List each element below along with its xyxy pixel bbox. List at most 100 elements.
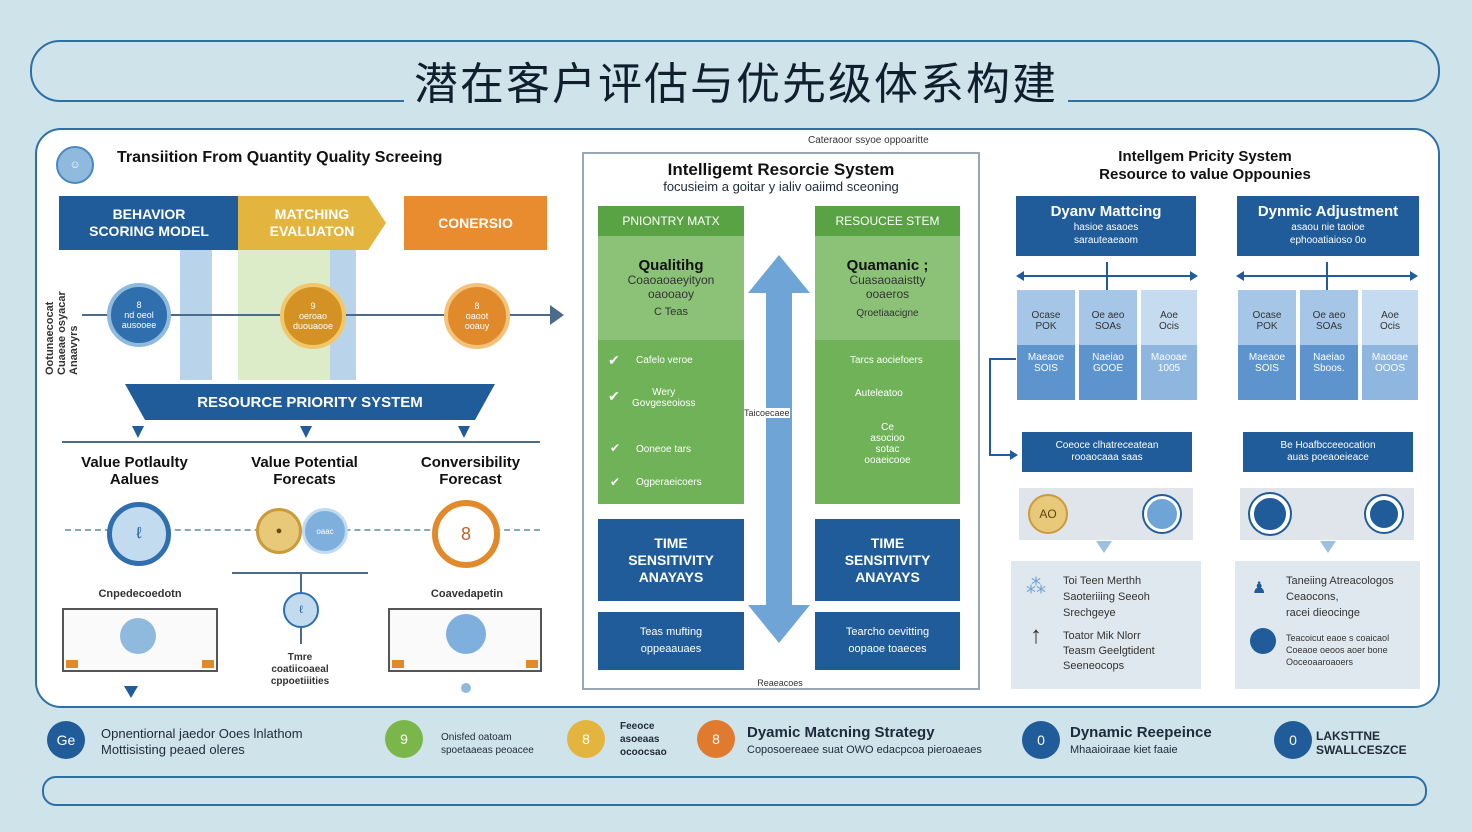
footer-icon-1: Ge [47, 721, 85, 759]
center-heading: Intelligemt Resorcie System [667, 160, 895, 179]
quality-checklist [598, 340, 744, 504]
footer-text-2: Onisfed oatoam spoetaaeas peoacee [441, 732, 534, 756]
footer-icon-3: 8 [567, 720, 605, 758]
left-heading: Transiition From Quantity Quality Screei… [117, 149, 443, 166]
card2-bar: Be Hoafbcceeocation auas poeaoeieace [1243, 432, 1413, 472]
footer-icon-6: 0 [1274, 721, 1312, 759]
check-icon: ✔ [610, 475, 621, 489]
resource-system-header: RESOUCEE STEM [815, 206, 960, 236]
down-arrow-icon [1320, 541, 1336, 553]
card1-bullets [1011, 561, 1201, 689]
card2-cell: Maooae OOOS [1371, 352, 1409, 374]
footer-icon-2: 9 [385, 720, 423, 758]
quality-item-4: Ogperaeicoers [636, 477, 702, 488]
forecast-circle-a: ● [256, 508, 302, 554]
blob-icon [1250, 628, 1276, 654]
card2-cell: Ocase POK [1252, 310, 1282, 332]
value-analysis-circle: ℓ [107, 502, 171, 566]
mid-circle: ℓ [283, 592, 319, 628]
card1-feedback-arrow [989, 358, 1018, 460]
stage3-circle: 8 oaoot ooauy [444, 283, 510, 349]
card1-connector [1016, 262, 1198, 290]
down-arrow-icon [1096, 541, 1112, 553]
card1-cell: Aoe Ocis [1159, 310, 1179, 332]
dynamic-matching-sub: hasioe asaoes sarauteaeaom [1073, 222, 1139, 246]
stage-conversion: CONERSIO [404, 196, 547, 250]
priority-banner-shape [125, 384, 495, 420]
footer-icon-5: 0 [1022, 721, 1060, 759]
card2-bullet-2: Teacoicut eaoe s coaicaol Coeaoe oeoos a… [1286, 633, 1390, 667]
chart-box-left-glyph [120, 618, 156, 654]
dynamic-adjustment-title: Dynmic Adjustment [1257, 203, 1399, 220]
quality-item-1: Cafelo veroe [636, 355, 693, 366]
card1-bullet-2: Toator Mik Nlorr Teasm Geelgtident Seene… [1063, 630, 1155, 672]
footer-title-5: Dynamic Reepeince [1070, 724, 1212, 741]
up-arrow-icon: ↑ [1030, 622, 1042, 649]
footer-text-4: Coposoereaee suat OWO edacpcoa pieroaeae… [747, 744, 982, 756]
bubbles-icon: ⁂ [1026, 576, 1046, 598]
team-matching-right: Tearcho oevitting oopaoe toaeces [815, 612, 960, 670]
down-arrow-icon [124, 686, 138, 698]
bottom-frame [42, 776, 1427, 806]
forecast-circle-b: oaac [302, 508, 348, 554]
check-icon: ✔ [608, 352, 620, 368]
dynamic-matching-header [1016, 196, 1196, 256]
left-side-label: Ootunaecocat Cuaeae osyacar Anaavyrs [44, 291, 80, 375]
stage-matching-evaluation: MATCHING EVALUATON [238, 196, 386, 250]
priority-matrix-header: PNIONTRY MATX [598, 206, 744, 236]
dynamic-adjustment-sub: asaou nie taoioe ephooatiaioso 0o [1289, 222, 1367, 246]
mid-caption: Tmre coatiicoaeal cppoetiiities [270, 652, 330, 687]
right-heading: Intellgem Pricity System Resource to val… [1099, 148, 1311, 183]
card2-result-dot-b [1366, 496, 1402, 532]
card1-result-dot [1144, 496, 1180, 532]
page-title: 潜在客户评估与优先级体系构建 [0, 48, 1472, 112]
quantity-item-2: Auteleatoo [855, 388, 903, 399]
check-icon: ✔ [608, 388, 620, 404]
chart-box-right [388, 608, 542, 672]
footer-text-5: Mhaaioiraae kiet faaie [1070, 744, 1178, 756]
quality-title: Qualitihg [638, 257, 704, 274]
card1-cell: Oe aeo SOAs [1091, 310, 1125, 332]
time-sensitivity-left: TIME SENSITIVITY ANAYAYS [598, 519, 744, 601]
quantity-sub: Cuasaoaaistty ooaeros [849, 273, 926, 301]
timeline-arrow-icon [550, 305, 564, 325]
card1-result-circle: AO [1028, 494, 1068, 534]
card2-result-dot-a [1250, 494, 1290, 534]
mid-tag: Taicoecaee [744, 408, 790, 418]
time-sensitivity-right: TIME SENSITIVITY ANAYAYS [815, 519, 960, 601]
footer-text-1: Opnentiornal jaedor Ooes lnlathom Mottis… [101, 726, 303, 757]
card2-cell: Naeiao Sboos. [1313, 352, 1345, 374]
mid-bar [232, 572, 368, 574]
footer-title-4: Dyamic Matcning Strategy [747, 724, 935, 741]
card2-cell: Oe aeo SOAs [1312, 310, 1346, 332]
dynamic-matching-title: Dyanv Mattcing [1050, 203, 1162, 220]
footer-title-6: LAKSTTNE SWALLCESZCE [1316, 729, 1407, 757]
vertical-double-arrow [748, 255, 810, 643]
person-icon: ♟ [1252, 580, 1267, 597]
left-section-icon: ☺ [56, 146, 94, 184]
quality-block [598, 236, 744, 340]
quality-item-2: Wery Govgeseoioss [632, 387, 696, 409]
banner-down-arrows [132, 426, 470, 438]
center-subheading: focusieim a goitar y ialiv oaiimd sceoni… [663, 179, 899, 194]
quantity-checklist [815, 340, 960, 504]
check-icon: ✔ [610, 441, 621, 455]
quality-meta: C Teas [653, 306, 689, 318]
stage-behavior-scoring: BEHAVIOR SCORING MODEL [59, 196, 239, 250]
card1-cell: Maeaoe SOIS [1027, 352, 1065, 374]
quantity-item-1: Tarcs aociefoers [850, 355, 923, 366]
card1-cell: Naeiao GOOE [1092, 352, 1124, 374]
card2-cell: Aoe Ocis [1380, 310, 1400, 332]
quality-item-3: Ooneoe tars [636, 444, 692, 455]
quantity-item-3: Ce asocioo sotac ooaeicooe [864, 422, 911, 466]
card2-connector [1236, 262, 1418, 290]
dynamic-adjustment-header [1237, 196, 1419, 256]
conversion-circle: 8 [432, 500, 500, 568]
dot-icon [461, 683, 471, 693]
card2-cell: Maeaoe SOIS [1248, 352, 1286, 374]
chart-box-left [62, 608, 218, 672]
quantity-block [815, 236, 960, 340]
card1-grid: Ocase POK Oe aeo SOAs Aoe Ocis Maeaoe SO… [1017, 290, 1197, 400]
stage2-circle: 9 oeroao duouaooe [280, 283, 346, 349]
team-matching-left: Teas mufting oppeaauaes [598, 612, 744, 670]
